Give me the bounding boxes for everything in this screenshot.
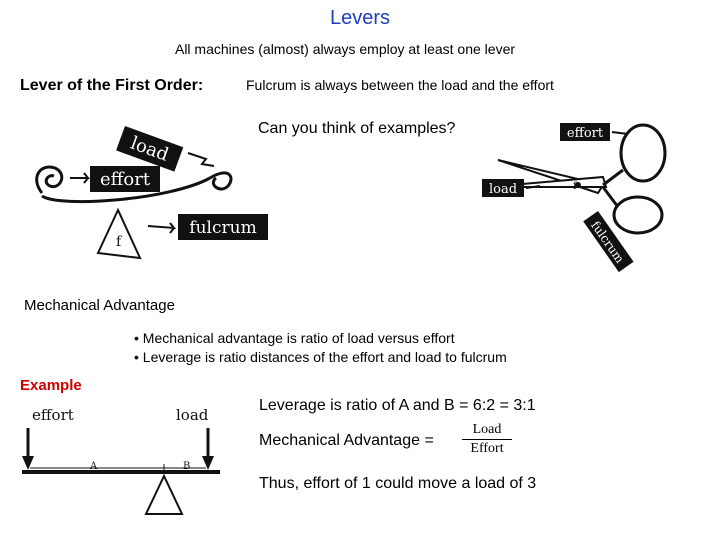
example-lever-diagram: effort load A B bbox=[22, 406, 220, 515]
scissors-handle-upper bbox=[619, 123, 667, 183]
mechanical-advantage-text: Mechanical Advantage = bbox=[259, 432, 434, 449]
effort-arrowhead bbox=[22, 456, 34, 470]
load-arrowhead bbox=[202, 456, 214, 470]
example-effort-label: effort bbox=[32, 406, 74, 424]
first-order-heading: Lever of the First Order: bbox=[20, 77, 204, 94]
distance-b-label: B bbox=[183, 461, 190, 472]
fraction-denominator: Effort bbox=[470, 441, 504, 456]
fulcrum-letter: f bbox=[116, 234, 123, 250]
right-curl-icon bbox=[209, 171, 233, 191]
effort-tag-label: effort bbox=[100, 169, 151, 190]
first-order-description: Fulcrum is always between the load and t… bbox=[246, 77, 554, 93]
scissors-pivot bbox=[575, 182, 581, 188]
example-fulcrum-triangle bbox=[144, 473, 184, 515]
bullet-item: • Mechanical advantage is ratio of load … bbox=[134, 330, 455, 346]
scissors-fulcrum-letter: f bbox=[573, 181, 578, 192]
pointing-hand-icon bbox=[525, 185, 541, 189]
bullet-list: • Mechanical advantage is ratio of load … bbox=[134, 329, 507, 367]
load-effort-fraction: Load Effort bbox=[462, 422, 512, 457]
pointing-hand-icon bbox=[611, 131, 629, 135]
fulcrum-tag-label: fulcrum bbox=[189, 218, 256, 238]
example-label: Example bbox=[20, 377, 82, 394]
fraction-numerator: Load bbox=[462, 422, 512, 440]
scissors-shank-lower bbox=[601, 186, 620, 208]
fulcrum-tag bbox=[178, 214, 268, 240]
distance-a-label: A bbox=[89, 461, 98, 472]
scissors-effort-label: effort bbox=[567, 126, 604, 141]
effort-tag bbox=[90, 166, 160, 192]
leverage-ratio-text: Leverage is ratio of A and B = 6:2 = 3:1 bbox=[259, 397, 536, 414]
first-order-lever-illustration: load effort f fulcrum bbox=[35, 126, 268, 260]
pointing-hand-icon bbox=[70, 172, 91, 184]
scissors-load-tag bbox=[482, 179, 524, 197]
fulcrum-triangle bbox=[96, 207, 142, 260]
left-curl-icon bbox=[35, 165, 64, 194]
scissors-effort-tag bbox=[560, 123, 610, 141]
conclusion-text: Thus, effort of 1 could move a load of 3 bbox=[259, 475, 537, 492]
examples-question: Can you think of examples? bbox=[258, 120, 456, 137]
scissors-handle-lower bbox=[612, 195, 664, 235]
pointing-hand-icon bbox=[187, 152, 215, 167]
page-title: Levers bbox=[329, 7, 391, 29]
scissors-load-label: load bbox=[489, 182, 517, 197]
lever-beam bbox=[41, 176, 211, 204]
bullet-item: • Leverage is ratio distances of the eff… bbox=[134, 349, 507, 365]
mechanical-advantage-heading: Mechanical Advantage bbox=[24, 297, 175, 314]
load-tag: load bbox=[116, 126, 184, 172]
example-load-label: load bbox=[176, 406, 209, 424]
pointing-hand-icon bbox=[147, 222, 177, 234]
subtitle: All machines (almost) always employ at l… bbox=[174, 41, 516, 57]
scissors-shank-upper bbox=[602, 168, 624, 187]
scissors-illustration: f effort load fulcrum bbox=[478, 115, 678, 275]
